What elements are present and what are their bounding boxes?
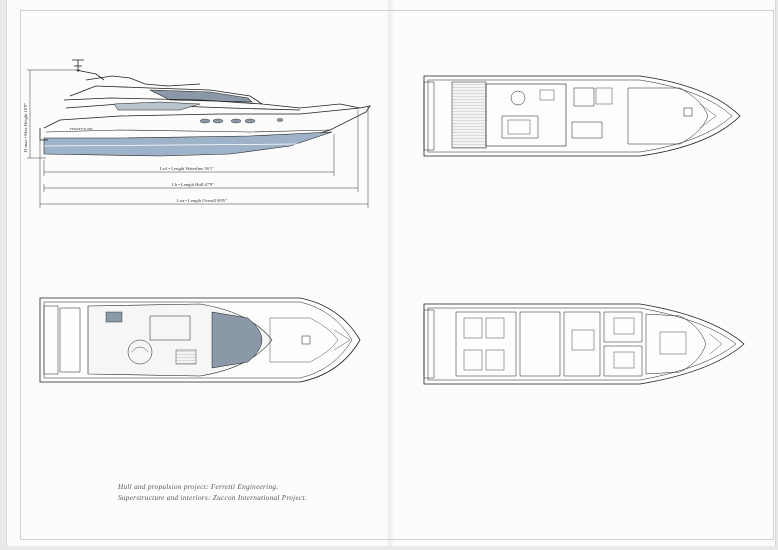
height-label: H max • Max Height 18'9" [23,103,28,152]
center-fold [386,0,394,546]
height-dimension [27,69,80,159]
flybridge-plan [39,297,361,383]
lower-deck-plan [423,303,745,385]
credit-line-superstructure: Superstructure and interiors: Zuccon Int… [118,494,307,502]
overall-length-label: Loa • Length Overall 69'6" [177,198,227,203]
waterline-label: Lwl • Length Waterline 56'1" [160,166,214,171]
drawing-frame [20,10,774,540]
main-deck-plan [423,75,741,157]
credit-line-hull: Hull and propulsion project: Ferretti En… [118,483,279,491]
length-dimensions [39,106,369,208]
hull-name: FERRETTI 680 [70,127,93,131]
side-profile [39,59,371,157]
design-credits: Hull and propulsion project: Ferretti En… [118,482,378,504]
hull-length-label: Lh • Length Hull 67'9" [172,182,214,187]
